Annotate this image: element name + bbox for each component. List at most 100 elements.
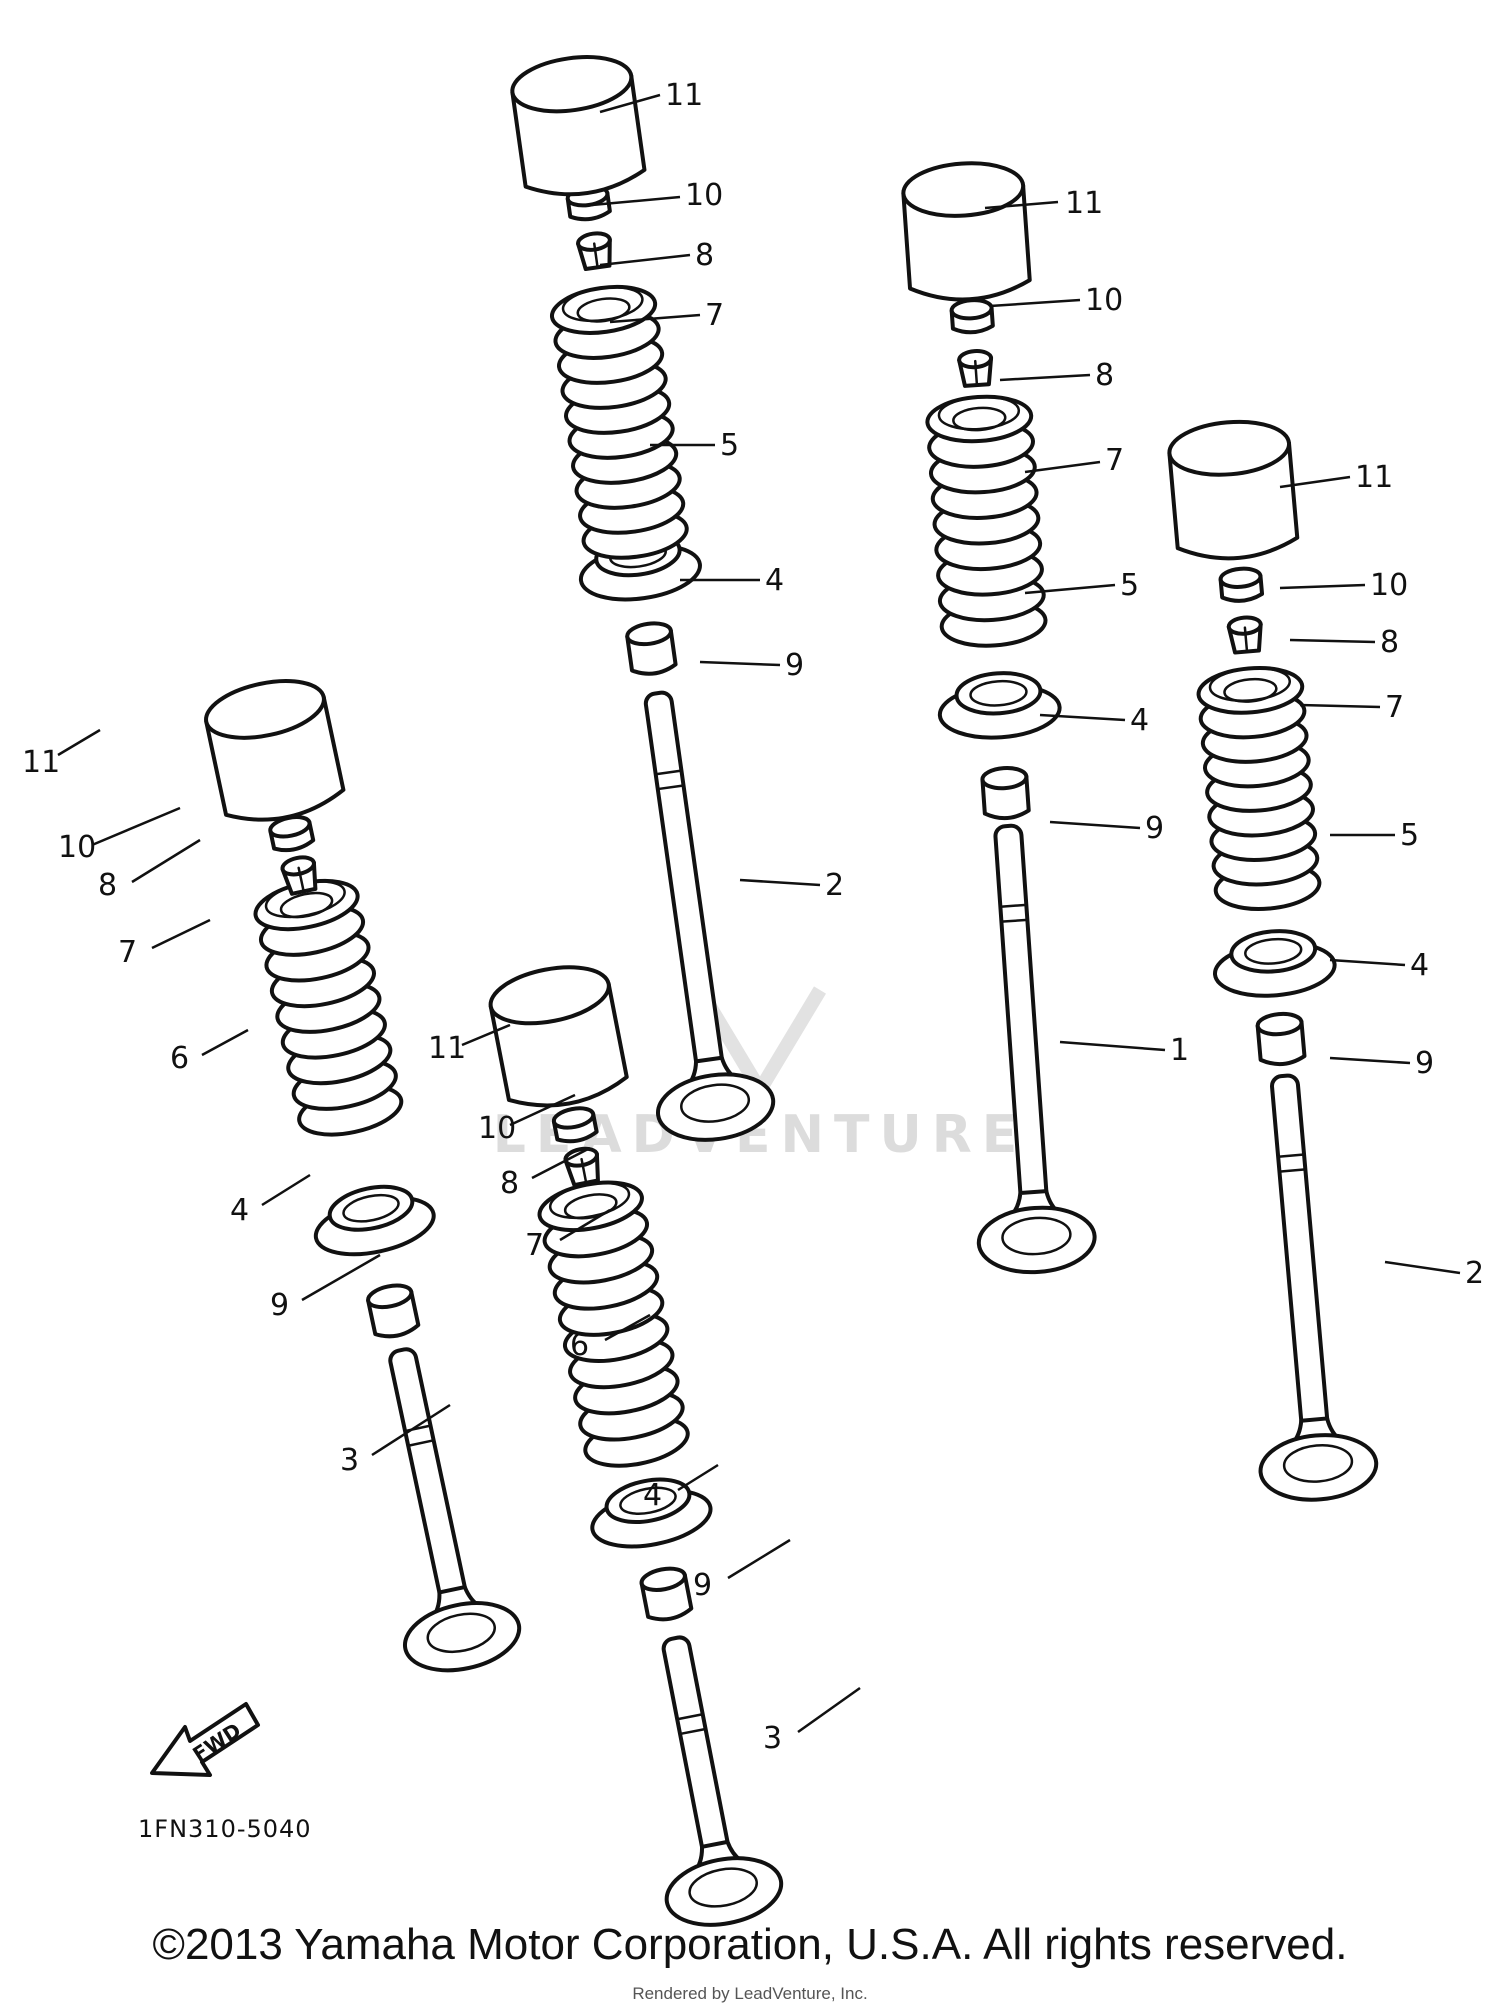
callout-number: 10 bbox=[685, 178, 723, 213]
callout-number: 10 bbox=[1370, 568, 1408, 603]
callout-number: 6 bbox=[570, 1328, 589, 1363]
callout-leader bbox=[1279, 475, 1351, 489]
callout-leader bbox=[1049, 820, 1141, 830]
callout-number: 4 bbox=[1410, 948, 1429, 983]
callout-number: 7 bbox=[118, 935, 137, 970]
spring-retainer bbox=[937, 395, 1021, 431]
callout-leader bbox=[371, 1403, 451, 1457]
callout-9: 9 bbox=[1049, 811, 1164, 846]
copyright-notice: ©2013 Yamaha Motor Corporation, U.S.A. A… bbox=[152, 1920, 1348, 1969]
callout-10: 10 bbox=[478, 1093, 576, 1146]
callout-number: 3 bbox=[340, 1443, 359, 1478]
valve-stem bbox=[981, 823, 1090, 1233]
callout-11: 11 bbox=[22, 728, 101, 780]
valve-spring bbox=[253, 878, 404, 1137]
callout-11: 11 bbox=[428, 1023, 511, 1066]
callout-number: 5 bbox=[1400, 818, 1419, 853]
callout-10: 10 bbox=[1279, 568, 1408, 603]
callout-11: 11 bbox=[984, 186, 1103, 221]
assembly-exhaust-center bbox=[901, 161, 1097, 1275]
callout-leader bbox=[1329, 958, 1406, 967]
valve-stem bbox=[661, 1635, 775, 1891]
callout-8: 8 bbox=[500, 1146, 591, 1201]
callout-11: 11 bbox=[1279, 460, 1393, 495]
callout-4: 4 bbox=[1329, 948, 1429, 983]
callout-number: 5 bbox=[1120, 568, 1139, 603]
callout-number: 4 bbox=[643, 1478, 662, 1513]
assembly-left bbox=[204, 679, 522, 1673]
callout-leader bbox=[1384, 1260, 1461, 1275]
callout-leader bbox=[201, 1028, 249, 1057]
callout-leader bbox=[559, 1208, 611, 1242]
callout-number: 9 bbox=[1415, 1046, 1434, 1081]
assembly-exhaust-right bbox=[1167, 419, 1379, 1502]
callout-number: 10 bbox=[58, 830, 96, 865]
callout-5: 5 bbox=[1024, 568, 1139, 603]
callout-leader bbox=[999, 373, 1091, 382]
valve-stem bbox=[643, 690, 768, 1104]
callout-leader bbox=[984, 200, 1059, 210]
callout-4: 4 bbox=[643, 1463, 719, 1513]
callout-7: 7 bbox=[1299, 690, 1404, 725]
callout-number: 9 bbox=[785, 648, 804, 683]
callout-8: 8 bbox=[999, 358, 1114, 393]
callout-leader bbox=[57, 728, 101, 757]
callout-leader bbox=[509, 1093, 576, 1127]
callout-leader bbox=[1289, 638, 1376, 644]
callout-leader bbox=[591, 195, 681, 207]
callout-leader bbox=[599, 253, 691, 267]
callout-leader bbox=[91, 806, 181, 847]
spring-retainer bbox=[1208, 666, 1291, 702]
callout-leader bbox=[797, 1686, 861, 1734]
callout-9: 9 bbox=[699, 648, 804, 683]
callout-2: 2 bbox=[739, 868, 844, 903]
callout-number: 7 bbox=[1105, 443, 1124, 478]
callout-number: 10 bbox=[478, 1111, 516, 1146]
callout-number: 9 bbox=[270, 1288, 289, 1323]
callout-number: 11 bbox=[1355, 460, 1393, 495]
callout-8: 8 bbox=[599, 238, 714, 273]
callout-4: 4 bbox=[1039, 703, 1149, 738]
callout-leader bbox=[531, 1146, 591, 1180]
callout-number: 8 bbox=[695, 238, 714, 273]
assembly-front bbox=[488, 965, 784, 1927]
callout-6: 6 bbox=[570, 1313, 651, 1363]
callout-number: 10 bbox=[1085, 283, 1123, 318]
callout-10: 10 bbox=[989, 283, 1123, 318]
valve-stem bbox=[1263, 1073, 1372, 1461]
assembly-intake-center bbox=[510, 55, 776, 1142]
rendered-by-notice: Rendered by LeadVenture, Inc. bbox=[632, 1984, 868, 2003]
valve-spring bbox=[537, 1180, 690, 1468]
callout-leader bbox=[699, 660, 781, 667]
callout-7: 7 bbox=[525, 1208, 611, 1263]
valve-head bbox=[402, 1601, 522, 1673]
callout-number: 8 bbox=[1380, 625, 1399, 660]
callout-5: 5 bbox=[1330, 818, 1419, 853]
callout-3: 3 bbox=[763, 1686, 861, 1756]
callout-leader bbox=[677, 1463, 719, 1492]
callout-10: 10 bbox=[591, 178, 723, 213]
callout-10: 10 bbox=[58, 806, 181, 865]
callout-3: 3 bbox=[340, 1403, 451, 1478]
callout-2: 2 bbox=[1384, 1256, 1484, 1291]
callout-9: 9 bbox=[1329, 1046, 1434, 1081]
callout-number: 4 bbox=[765, 563, 784, 598]
callout-8: 8 bbox=[1289, 625, 1399, 660]
callout-7: 7 bbox=[118, 918, 211, 970]
callout-11: 11 bbox=[599, 78, 703, 114]
callout-number: 7 bbox=[705, 298, 724, 333]
valve-spring bbox=[925, 394, 1048, 648]
part-callouts: 1110875492111087549111108754921110876493… bbox=[22, 78, 1484, 1756]
callout-leader bbox=[131, 838, 201, 884]
valve-head bbox=[976, 1205, 1097, 1275]
callout-leader bbox=[461, 1023, 511, 1047]
callout-number: 4 bbox=[1130, 703, 1149, 738]
callout-leader bbox=[599, 93, 661, 114]
callout-number: 1 bbox=[1170, 1033, 1189, 1068]
callout-4: 4 bbox=[680, 563, 784, 598]
callout-leader bbox=[1039, 713, 1126, 722]
callout-7: 7 bbox=[609, 298, 724, 333]
callout-number: 2 bbox=[825, 868, 844, 903]
callout-leader bbox=[727, 1538, 791, 1580]
callout-number: 7 bbox=[525, 1228, 544, 1263]
